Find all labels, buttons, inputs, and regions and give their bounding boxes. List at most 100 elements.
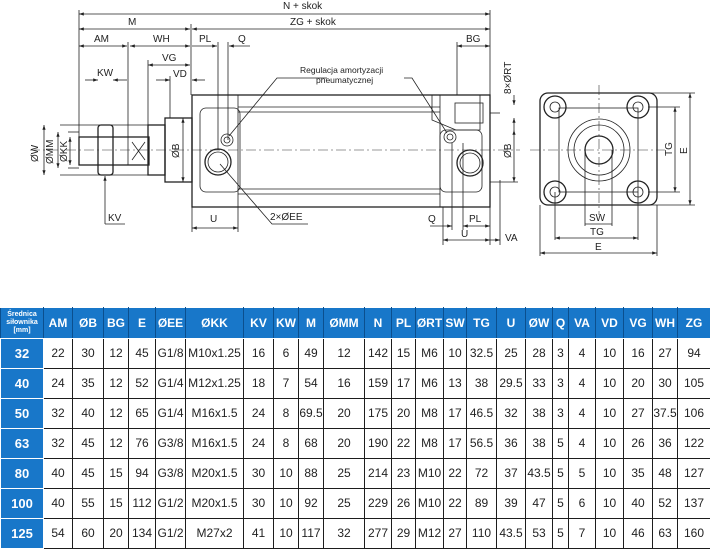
table-cell: 4	[569, 429, 596, 459]
bore-size-cell: 100	[1, 489, 44, 519]
dim-tg-v: TG	[664, 142, 675, 156]
table-cell: 4	[569, 399, 596, 429]
dim-m: M	[128, 17, 136, 28]
table-cell: 92	[299, 489, 324, 519]
table-cell: 16	[324, 369, 365, 399]
table-cell: M12	[416, 519, 444, 549]
table-cell: 40	[44, 459, 73, 489]
dim-u-right: U	[461, 229, 468, 240]
table-cell: 65	[129, 399, 156, 429]
table-cell: 46.5	[467, 399, 497, 429]
dim-q-bottom: Q	[428, 214, 436, 225]
table-cell: 56.5	[467, 429, 497, 459]
end-view: TG E SW TG E	[530, 85, 695, 256]
table-cell: 39	[497, 489, 526, 519]
dim-wh: WH	[153, 34, 170, 45]
table-cell: G1/4	[156, 369, 186, 399]
column-header: WH	[653, 308, 678, 339]
table-cell: 45	[73, 459, 104, 489]
header-bore-size: Średnica siłownika [mm]	[1, 308, 44, 339]
note-line1: Regulacja amortyzacji	[300, 65, 383, 75]
table-cell: 54	[44, 519, 73, 549]
table-cell: 3	[553, 399, 569, 429]
table-cell: 12	[104, 339, 129, 369]
table-cell: 24	[244, 429, 274, 459]
bore-size-cell: 80	[1, 459, 44, 489]
table-cell: 10	[596, 459, 624, 489]
table-cell: 41	[244, 519, 274, 549]
table-cell: 94	[678, 339, 710, 369]
table-cell: 10	[274, 519, 299, 549]
table-cell: 16	[244, 339, 274, 369]
table-cell: 22	[444, 459, 467, 489]
table-cell: 18	[244, 369, 274, 399]
column-header: PL	[392, 308, 416, 339]
bore-size-cell: 63	[1, 429, 44, 459]
table-cell: 4	[569, 339, 596, 369]
dim-vg: VG	[162, 53, 177, 64]
table-cell: 15	[392, 339, 416, 369]
table-cell: M16x1.5	[186, 429, 244, 459]
table-cell: 33	[526, 369, 553, 399]
table-cell: M8	[416, 399, 444, 429]
column-header: ØMM	[324, 308, 365, 339]
column-header: SW	[444, 308, 467, 339]
dim-kv: KV	[108, 213, 122, 224]
column-header: VG	[624, 308, 653, 339]
table-cell: 190	[365, 429, 392, 459]
table-cell: 27	[624, 399, 653, 429]
dim-u-left: U	[210, 214, 217, 225]
table-cell: 10	[596, 399, 624, 429]
table-cell: 110	[467, 519, 497, 549]
table-cell: 5	[553, 489, 569, 519]
table-cell: 38	[526, 429, 553, 459]
table-cell: 54	[299, 369, 324, 399]
header-bore-line3: [mm]	[13, 327, 30, 334]
header-bore-line2: siłownika	[6, 319, 38, 326]
column-header: ZG	[678, 308, 710, 339]
table-cell: 7	[569, 519, 596, 549]
table-cell: 5	[553, 519, 569, 549]
table-cell: 49	[299, 339, 324, 369]
table-cell: 45	[129, 339, 156, 369]
table-cell: 27	[444, 519, 467, 549]
dim-e-h: E	[595, 242, 602, 253]
table-cell: G1/4	[156, 399, 186, 429]
dim-b-side: ØB	[171, 143, 182, 158]
dim-e-v: E	[679, 147, 690, 154]
table-cell: 37	[497, 459, 526, 489]
table-cell: 53	[526, 519, 553, 549]
table-cell: 10	[596, 429, 624, 459]
table-cell: M12x1.25	[186, 369, 244, 399]
table-cell: G1/2	[156, 489, 186, 519]
table-cell: 17	[444, 399, 467, 429]
table-cell: 22	[444, 489, 467, 519]
table-cell: 35	[624, 459, 653, 489]
table-cell: 277	[365, 519, 392, 549]
table-cell: 22	[392, 429, 416, 459]
cylinder-dimension-drawing: N + skok ZG + skok M AM WH PL Q VG VD KW…	[0, 0, 710, 300]
table-cell: 10	[274, 489, 299, 519]
column-header: U	[497, 308, 526, 339]
table-cell: 88	[299, 459, 324, 489]
note-line2: pneumatycznej	[316, 75, 373, 85]
table-cell: 13	[444, 369, 467, 399]
table-cell: 32	[44, 429, 73, 459]
column-header: VA	[569, 308, 596, 339]
bore-size-cell: 125	[1, 519, 44, 549]
table-cell: 29.5	[497, 369, 526, 399]
header-bore-line1: Średnica	[7, 311, 37, 318]
table-cell: 43.5	[497, 519, 526, 549]
table-cell: 36	[653, 429, 678, 459]
dim-ee: 2×ØEE	[270, 212, 303, 223]
table-cell: 3	[553, 339, 569, 369]
dim-rt: 8×ØRT	[503, 62, 514, 94]
bore-size-cell: 32	[1, 339, 44, 369]
table-cell: 159	[365, 369, 392, 399]
table-cell: 37.5	[653, 399, 678, 429]
dim-w: ØW	[30, 144, 41, 162]
table-cell: 12	[324, 339, 365, 369]
table-cell: 24	[44, 369, 73, 399]
